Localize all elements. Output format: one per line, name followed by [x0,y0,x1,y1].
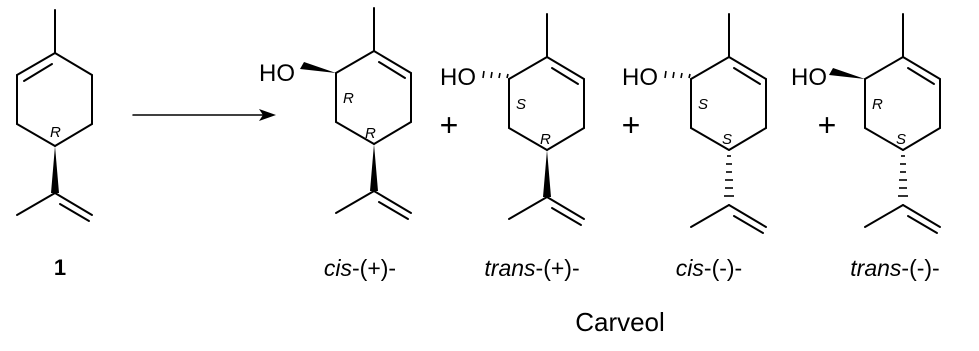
isomer-caption-cis-minus: cis-(-)- [676,255,742,281]
plus-sign: + [622,107,641,143]
isomer-caption-cis-plus: cis-(+)- [324,255,396,281]
reaction-arrow [132,109,276,121]
isomer-prefix: trans [484,255,536,281]
plus-sign: + [440,107,459,143]
stereo-label-c2: R [540,131,551,148]
product-structure-trans-plus: S R [482,13,585,226]
isomer-suffix: -(-)- [901,255,939,281]
stereo-label-c2: R [365,125,376,142]
hydroxyl-label: HO [622,64,658,91]
hydroxyl-label: HO [791,64,827,91]
starting-material-structure: R [16,9,93,222]
product-class-label: Carveol [575,307,665,337]
isomer-caption-trans-plus: trans-(+)- [484,255,579,281]
stereo-label-r: R [50,124,61,141]
stereo-label-c2: S [896,131,906,148]
isomer-caption-trans-minus: trans-(-)- [850,255,939,281]
stereo-label-c1: S [698,96,708,113]
stereo-label-c1: R [872,96,883,113]
stereo-label-c1: S [516,96,526,113]
isomer-prefix: cis [676,255,705,281]
product-structure-cis-minus: S S [664,13,767,234]
stereo-label-c2: S [722,131,732,148]
plus-sign: + [818,107,837,143]
isomer-suffix: -(-)- [704,255,742,281]
compound-number: 1 [54,255,66,280]
isomer-prefix: cis [324,255,353,281]
stereo-label-c1: R [343,90,354,107]
product-structure-trans-minus: R S [829,13,941,234]
isomer-suffix: -(+)- [352,255,396,281]
hydroxyl-label: HO [259,60,295,87]
product-structure-cis-plus: R R [300,7,412,220]
isomer-prefix: trans [850,255,902,281]
isomer-suffix: -(+)- [536,255,580,281]
hydroxyl-label: HO [440,64,476,91]
